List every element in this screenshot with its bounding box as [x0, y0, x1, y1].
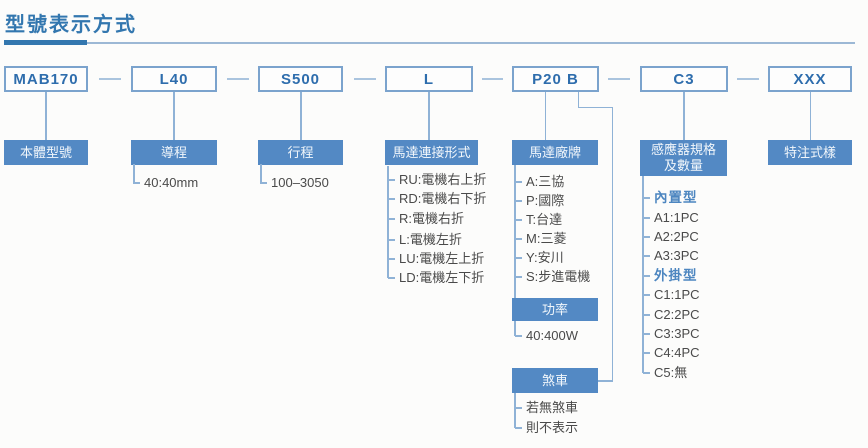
- option-item: C1:1PC: [643, 287, 700, 302]
- option-item: LD:電機左下折: [387, 270, 485, 285]
- title-underline-thick: [4, 40, 87, 45]
- tree-spine: [514, 165, 516, 298]
- option-item: A1:1PC: [643, 210, 699, 225]
- brake-branch-line: [598, 380, 613, 382]
- field-label-brake: 煞車: [512, 368, 598, 393]
- tree-spine: [642, 176, 644, 373]
- stroke-value: 100–3050: [260, 175, 329, 190]
- title-underline-thin: [4, 42, 855, 44]
- option-item: A:三協: [514, 174, 565, 189]
- lead-value: 40:40mm: [132, 175, 199, 190]
- field-label-motor-brand: 馬達廠牌: [512, 140, 598, 165]
- field-label-stroke: 行程: [258, 140, 343, 165]
- field-label-lead: 導程: [131, 140, 217, 165]
- brake-branch-line: [577, 92, 579, 108]
- connector-line: [173, 92, 175, 140]
- code-box-custom: XXX: [768, 66, 852, 92]
- code-box-motor-connection: L: [385, 66, 473, 92]
- segment-dash: [737, 78, 759, 80]
- segment-dash: [99, 78, 121, 80]
- connector-line: [428, 92, 430, 140]
- option-item: T:台達: [514, 212, 563, 227]
- option-item: C5:無: [642, 365, 688, 380]
- field-label-power: 功率: [512, 298, 598, 321]
- option-item: R:電機右折: [387, 211, 465, 226]
- tree-spine: [514, 393, 516, 428]
- option-item: C2:2PC: [643, 307, 700, 322]
- option-item: RU:電機右上折: [387, 172, 487, 187]
- connector-line: [544, 92, 546, 140]
- option-item: A3:3PC: [643, 248, 699, 263]
- option-item: S:步進電機: [514, 269, 591, 284]
- field-label-body-model: 本體型號: [4, 140, 88, 165]
- sensor-label-line2: 及數量: [663, 158, 703, 173]
- option-item: M:三菱: [514, 231, 567, 246]
- sensor-label-line1: 感應器規格: [650, 142, 716, 157]
- option-group-built-in: 內置型: [643, 190, 698, 205]
- connector-line: [45, 92, 47, 140]
- option-item: C3:3PC: [643, 326, 700, 341]
- power-value: 40:400W: [514, 328, 579, 343]
- tree-spine: [387, 166, 389, 278]
- code-box-body-model: MAB170: [4, 66, 88, 92]
- code-box-lead: L40: [131, 66, 217, 92]
- page-title: 型號表示方式: [5, 14, 137, 36]
- connector-line: [300, 92, 302, 140]
- brake-note: 則不表示: [514, 420, 579, 435]
- option-item: L:電機左折: [388, 232, 462, 247]
- option-item: Y:安川: [515, 250, 564, 265]
- tree-spine: [514, 321, 516, 336]
- field-label-custom: 特注式樣: [768, 140, 852, 165]
- option-item: A2:2PC: [643, 229, 699, 244]
- code-box-stroke: S500: [258, 66, 343, 92]
- option-item: LU:電機左上折: [387, 251, 485, 266]
- tree-spine: [260, 164, 262, 184]
- option-item: C4:4PC: [643, 345, 700, 360]
- code-box-sensor: C3: [640, 66, 728, 92]
- segment-dash: [608, 78, 630, 80]
- brake-note: 若無煞車: [514, 400, 579, 415]
- segment-dash: [227, 78, 249, 80]
- option-item: RD:電機右下折: [387, 191, 487, 206]
- connector-line: [683, 92, 685, 140]
- option-item: P:國際: [514, 193, 565, 208]
- field-label-sensor: 感應器規格 及數量: [640, 140, 727, 176]
- segment-dash: [482, 78, 503, 80]
- option-group-external: 外掛型: [643, 268, 698, 283]
- tree-spine: [133, 164, 135, 184]
- brake-branch-line: [577, 106, 613, 108]
- field-label-motor-connection: 馬達連接形式: [385, 140, 478, 165]
- code-box-motor-brand: P20 B: [512, 66, 599, 92]
- brake-branch-line: [611, 106, 613, 382]
- connector-line: [809, 92, 811, 140]
- segment-dash: [354, 78, 376, 80]
